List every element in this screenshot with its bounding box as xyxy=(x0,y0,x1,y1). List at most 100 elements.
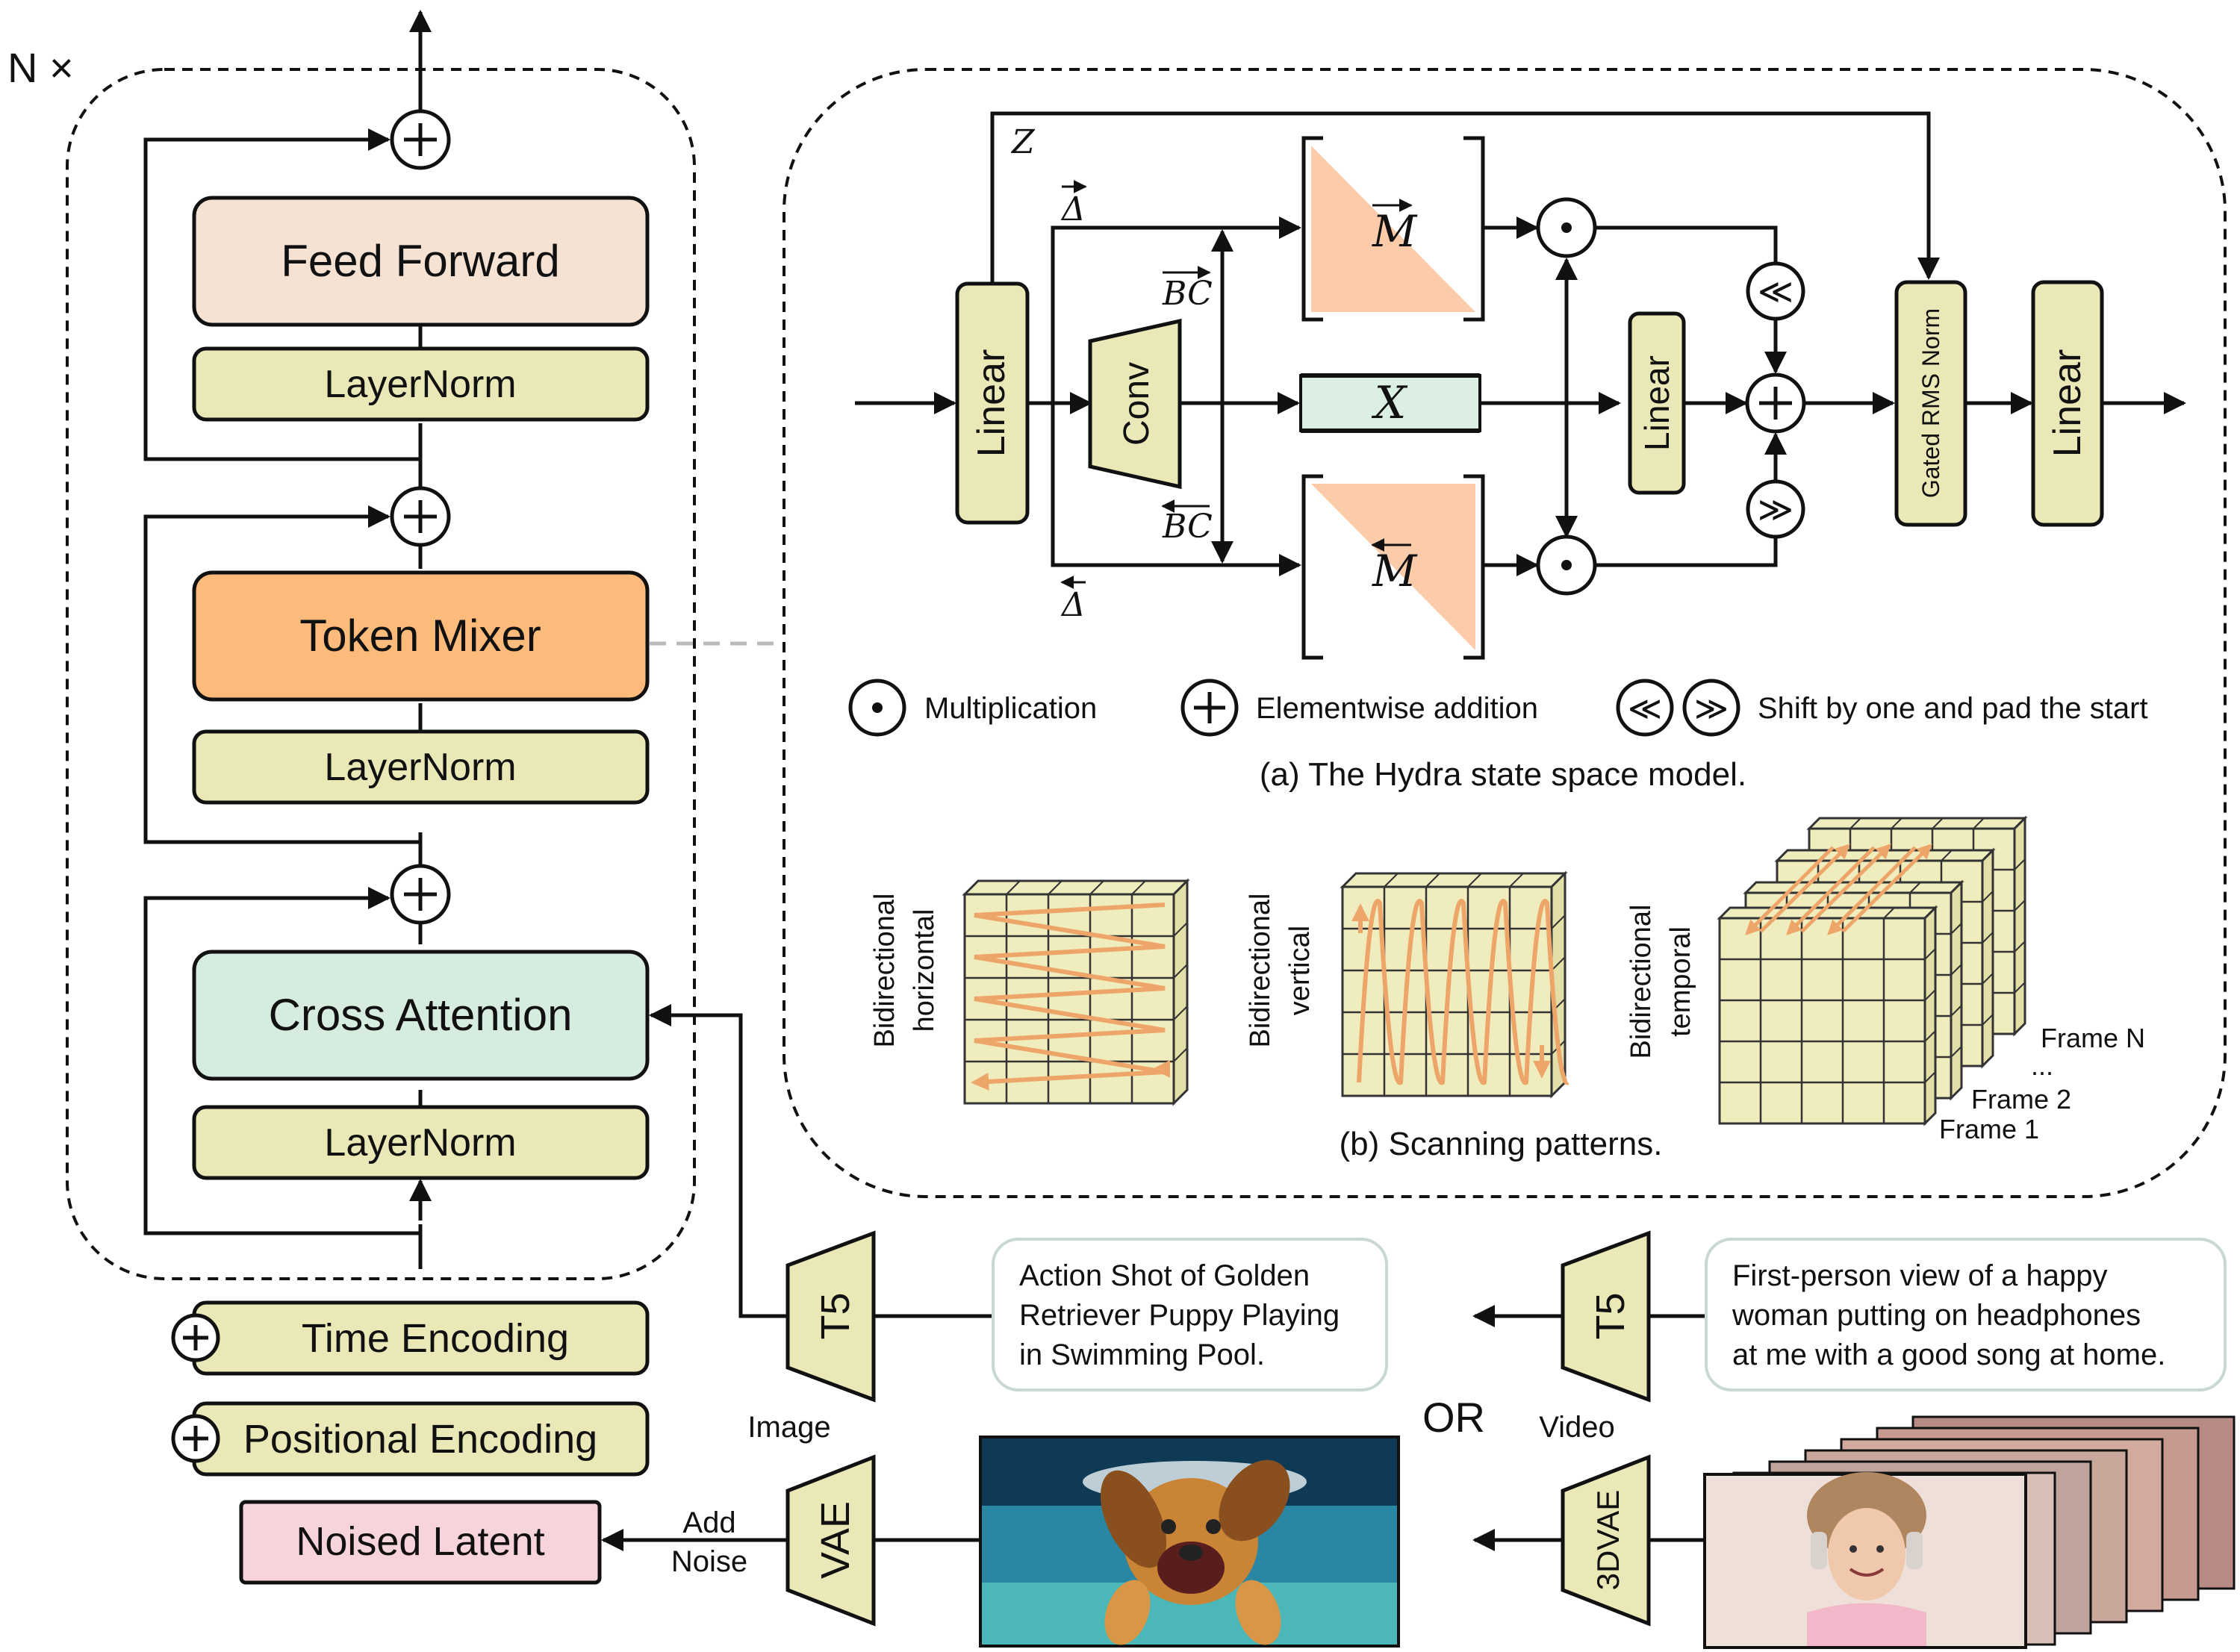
svg-text:M: M xyxy=(1372,546,1418,596)
legend-shift: ≪ ≫ Shift by one and pad the start xyxy=(1616,679,2148,737)
t5-video-encoder: T5 xyxy=(1561,1230,1651,1403)
puppy-image xyxy=(979,1436,1400,1648)
svg-text:≫: ≫ xyxy=(1758,490,1793,529)
legend-addition: Elementwise addition xyxy=(1180,679,1538,737)
frame-n-label: Frame N xyxy=(2041,1023,2145,1053)
matrix-backward: M xyxy=(1301,474,1485,660)
linear-out-block: Linear xyxy=(2031,280,2104,527)
shift-left-icon: ≪ xyxy=(1746,261,1805,321)
svg-text:Feed Forward: Feed Forward xyxy=(281,236,559,286)
svg-text:BC: BC xyxy=(1162,508,1213,546)
conditioning-inputs: T5 Action Shot of Golden Retriever Puppy… xyxy=(601,1004,2236,1649)
layernorm-block: LayerNorm xyxy=(192,346,650,422)
add-icon xyxy=(171,1414,220,1463)
layernorm-block: LayerNorm xyxy=(192,1105,650,1180)
svg-text:Shift by one and pad the start: Shift by one and pad the start xyxy=(1758,692,2148,725)
svg-text:Token Mixer: Token Mixer xyxy=(299,611,541,661)
multiply-icon xyxy=(1536,197,1597,258)
svg-text:VAE: VAE xyxy=(813,1501,858,1579)
svg-text:First-person view of a happy: First-person view of a happy xyxy=(1732,1259,2107,1292)
vertical-scan-grid xyxy=(1340,870,1569,1099)
bc-backward-label: BC xyxy=(1161,499,1213,546)
video-frames xyxy=(1703,1415,2236,1649)
multiply-icon xyxy=(1536,534,1597,596)
layernorm-block: LayerNorm xyxy=(192,729,650,805)
z-symbol: Z xyxy=(1010,123,1036,161)
t5-image-encoder: T5 xyxy=(785,1230,876,1403)
svg-text:Elementwise addition: Elementwise addition xyxy=(1256,692,1538,725)
delta-backward-label: Δ xyxy=(1060,576,1086,624)
transformer-block: N × Feed Forward xyxy=(7,10,784,1280)
svg-text:X: X xyxy=(1372,377,1408,429)
svg-text:Δ: Δ xyxy=(1060,586,1086,624)
or-label: OR xyxy=(1422,1394,1485,1441)
label-vertical-1: Bidirectional xyxy=(1245,894,1276,1048)
add-noise-label-2: Noise xyxy=(671,1545,747,1578)
feed-forward-block: Feed Forward xyxy=(192,196,650,327)
svg-text:Gated RMS Norm: Gated RMS Norm xyxy=(1917,308,1944,498)
residual-add-icon xyxy=(390,486,451,547)
video-label: Video xyxy=(1539,1411,1615,1444)
conv-block: Conv xyxy=(1088,318,1182,490)
frame-1-label: Frame 1 xyxy=(1939,1114,2039,1144)
svg-text:Conv: Conv xyxy=(1117,362,1157,446)
delta-forward-label: Δ xyxy=(1060,180,1087,228)
add-noise-label-1: Add xyxy=(682,1506,735,1539)
svg-text:at me with a good song at home: at me with a good song at home. xyxy=(1732,1338,2165,1371)
label-horizontal-2: horizontal xyxy=(909,909,940,1032)
svg-text:T5: T5 xyxy=(813,1292,858,1339)
block-dashed-boundary xyxy=(66,68,696,1280)
svg-text:Noised Latent: Noised Latent xyxy=(296,1519,544,1564)
encoding-stack: Time Encoding Positional Encoding Noised… xyxy=(171,1224,650,1585)
svg-text:3DVAE: 3DVAE xyxy=(1590,1490,1625,1591)
label-temporal-2: temporal xyxy=(1665,926,1696,1037)
matrix-forward: M xyxy=(1301,136,1485,322)
frame-dots: ... xyxy=(2031,1050,2053,1081)
svg-text:BC: BC xyxy=(1162,275,1213,313)
svg-text:Retriever Puppy Playing: Retriever Puppy Playing xyxy=(1019,1299,1340,1332)
svg-text:Linear: Linear xyxy=(1637,355,1676,451)
svg-text:in Swimming Pool.: in Swimming Pool. xyxy=(1019,1338,1265,1371)
label-vertical-2: vertical xyxy=(1284,926,1316,1015)
cross-attention-block: Cross Attention xyxy=(192,950,650,1081)
image-prompt-box: Action Shot of Golden Retriever Puppy Pl… xyxy=(992,1238,1388,1391)
svg-text:≪: ≪ xyxy=(1628,691,1662,727)
svg-text:T5: T5 xyxy=(1588,1292,1633,1339)
x-input-block: X xyxy=(1299,373,1481,433)
vae-encoder: VAE xyxy=(785,1454,876,1627)
svg-text:Cross Attention: Cross Attention xyxy=(269,990,573,1040)
label-temporal-1: Bidirectional xyxy=(1625,905,1657,1059)
add-icon xyxy=(171,1313,220,1362)
linear-x-block: Linear xyxy=(1628,311,1686,495)
repeat-label: N × xyxy=(7,44,74,91)
svg-text:woman putting on headphones: woman putting on headphones xyxy=(1732,1299,2141,1332)
svg-text:LayerNorm: LayerNorm xyxy=(324,363,516,406)
bc-forward-label: BC xyxy=(1162,266,1213,313)
svg-text:Linear: Linear xyxy=(2046,349,2089,458)
hydra-dashed-boundary xyxy=(783,68,2227,1198)
time-encoding-block: Time Encoding xyxy=(171,1300,650,1376)
vae3d-encoder: 3DVAE xyxy=(1561,1454,1651,1627)
svg-text:≫: ≫ xyxy=(1694,691,1729,727)
positional-encoding-block: Positional Encoding xyxy=(171,1401,650,1477)
svg-text:LayerNorm: LayerNorm xyxy=(324,746,516,789)
svg-text:Multiplication: Multiplication xyxy=(924,692,1097,725)
linear-in-block: Linear xyxy=(955,281,1030,525)
svg-text:LayerNorm: LayerNorm xyxy=(324,1121,516,1165)
hydra-panel: Linear Z Δ Δ Conv BC BC xyxy=(783,68,2227,1198)
temporal-scan-grid xyxy=(1717,815,2028,1126)
sum-icon xyxy=(1745,373,1806,434)
frame-2-label: Frame 2 xyxy=(1971,1084,2071,1115)
video-prompt-box: First-person view of a happy woman putti… xyxy=(1705,1238,2227,1391)
image-label: Image xyxy=(747,1411,830,1444)
svg-text:Linear: Linear xyxy=(970,349,1013,458)
gated-rms-norm-block: Gated RMS Norm xyxy=(1894,280,1967,527)
horizontal-scan-grid xyxy=(962,878,1190,1106)
legend-multiplication: Multiplication xyxy=(848,679,1097,737)
hydra-caption: (a) The Hydra state space model. xyxy=(1260,756,1746,793)
label-horizontal-1: Bidirectional xyxy=(869,894,900,1048)
svg-text:Time Encoding: Time Encoding xyxy=(302,1316,569,1361)
svg-text:Δ: Δ xyxy=(1060,190,1086,228)
scanning-caption: (b) Scanning patterns. xyxy=(1340,1126,1663,1162)
